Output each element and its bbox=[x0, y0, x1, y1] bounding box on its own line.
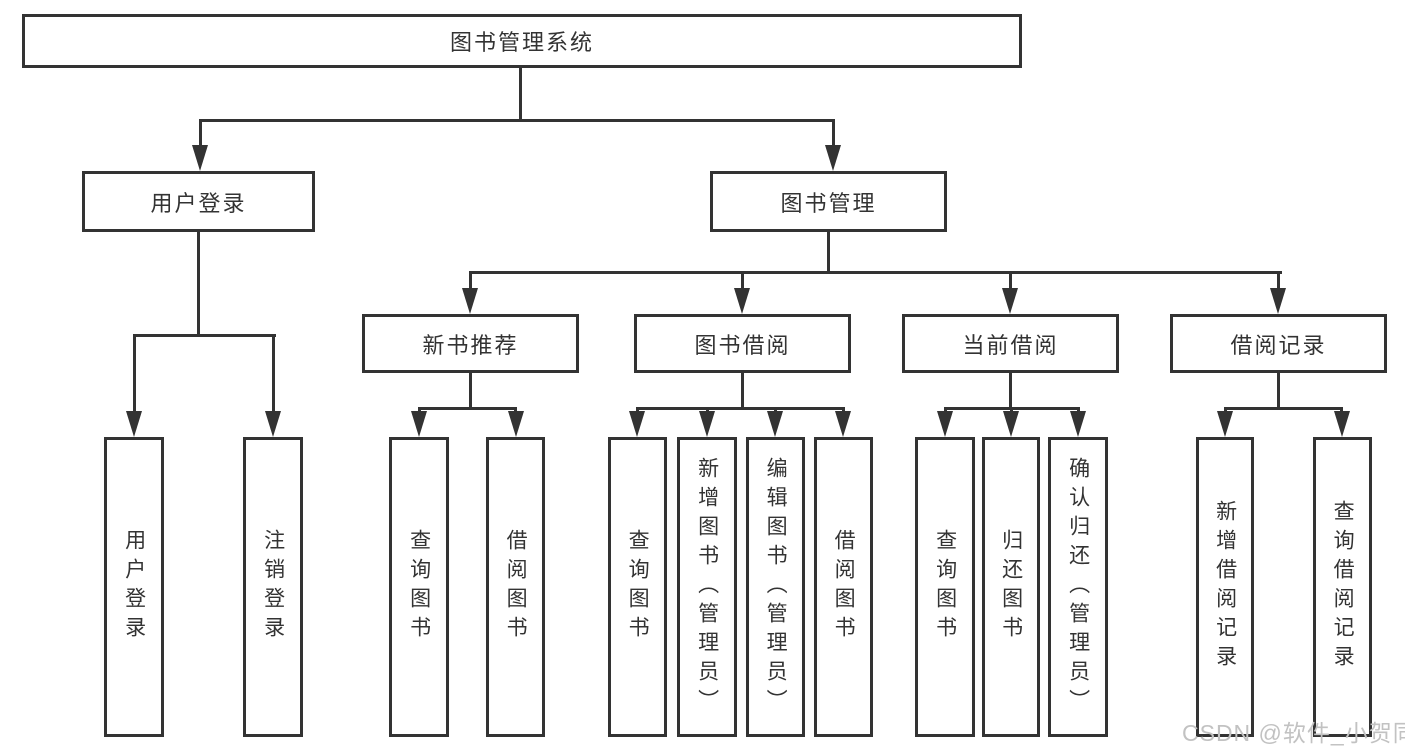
down-arrow-icon bbox=[629, 411, 645, 437]
leaf-query-books-1: 查询图书 bbox=[389, 437, 449, 737]
down-arrow-icon bbox=[937, 411, 953, 437]
node-current-borrowing: 当前借阅 bbox=[902, 314, 1119, 373]
leaf-add-books-admin-label: 新增图书（管理员） bbox=[695, 456, 719, 718]
down-arrow-icon bbox=[825, 145, 841, 171]
leaf-logout: 注销登录 bbox=[243, 437, 303, 737]
connector-line bbox=[199, 119, 202, 147]
leaf-edit-books-admin-label: 编辑图书（管理员） bbox=[764, 456, 788, 718]
connector-line bbox=[133, 334, 136, 413]
connector-line bbox=[418, 407, 517, 410]
down-arrow-icon bbox=[1003, 411, 1019, 437]
leaf-logout-label: 注销登录 bbox=[261, 529, 285, 645]
connector-line bbox=[636, 407, 844, 410]
down-arrow-icon bbox=[411, 411, 427, 437]
down-arrow-icon bbox=[1334, 411, 1350, 437]
leaf-query-books-2-label: 查询图书 bbox=[626, 529, 650, 645]
down-arrow-icon bbox=[835, 411, 851, 437]
node-borrowing-records: 借阅记录 bbox=[1170, 314, 1387, 373]
connector-line bbox=[1224, 407, 1343, 410]
node-borrowing-records-label: 借阅记录 bbox=[1230, 332, 1327, 358]
down-arrow-icon bbox=[462, 288, 478, 314]
leaf-add-books-admin: 新增图书（管理员） bbox=[677, 437, 737, 737]
leaf-borrow-books-2: 借阅图书 bbox=[814, 437, 873, 737]
node-book-borrowing: 图书借阅 bbox=[634, 314, 851, 373]
connector-line bbox=[741, 271, 744, 291]
connector-line bbox=[199, 119, 835, 122]
connector-line bbox=[1277, 271, 1280, 291]
leaf-add-borrow-record: 新增借阅记录 bbox=[1196, 437, 1254, 737]
connector-line bbox=[469, 271, 472, 291]
connector-line bbox=[1277, 373, 1280, 410]
node-root-label: 图书管理系统 bbox=[449, 30, 594, 55]
node-book-borrowing-label: 图书借阅 bbox=[694, 332, 791, 358]
leaf-query-books-3-label: 查询图书 bbox=[933, 529, 957, 645]
node-root: 图书管理系统 bbox=[22, 14, 1022, 68]
connector-line bbox=[197, 232, 200, 336]
node-user-login: 用户登录 bbox=[82, 171, 315, 232]
down-arrow-icon bbox=[508, 411, 524, 437]
down-arrow-icon bbox=[699, 411, 715, 437]
down-arrow-icon bbox=[192, 145, 208, 171]
leaf-borrow-books-2-label: 借阅图书 bbox=[832, 529, 856, 645]
leaf-confirm-return-admin-label: 确认归还（管理员） bbox=[1066, 456, 1090, 718]
leaf-query-borrow-record: 查询借阅记录 bbox=[1313, 437, 1372, 737]
leaf-borrow-books-1-label: 借阅图书 bbox=[504, 529, 528, 645]
connector-line bbox=[1009, 373, 1012, 410]
connector-line bbox=[469, 373, 472, 410]
down-arrow-icon bbox=[265, 411, 281, 437]
connector-line bbox=[827, 232, 830, 274]
down-arrow-icon bbox=[1270, 288, 1286, 314]
leaf-add-borrow-record-label: 新增借阅记录 bbox=[1213, 500, 1237, 674]
node-new-book-recommend-label: 新书推荐 bbox=[422, 332, 519, 358]
connector-line bbox=[272, 334, 275, 413]
down-arrow-icon bbox=[1070, 411, 1086, 437]
leaf-user-login: 用户登录 bbox=[104, 437, 164, 737]
leaf-user-login-label: 用户登录 bbox=[122, 529, 146, 645]
down-arrow-icon bbox=[1217, 411, 1233, 437]
down-arrow-icon bbox=[767, 411, 783, 437]
node-current-borrowing-label: 当前借阅 bbox=[962, 332, 1059, 358]
connector-line bbox=[832, 119, 835, 147]
connector-line bbox=[741, 373, 744, 410]
node-user-login-label: 用户登录 bbox=[150, 190, 247, 216]
leaf-borrow-books-1: 借阅图书 bbox=[486, 437, 545, 737]
leaf-query-books-2: 查询图书 bbox=[608, 437, 667, 737]
leaf-query-books-1-label: 查询图书 bbox=[407, 529, 431, 645]
leaf-return-books-label: 归还图书 bbox=[999, 529, 1023, 645]
leaf-query-books-3: 查询图书 bbox=[915, 437, 975, 737]
down-arrow-icon bbox=[126, 411, 142, 437]
node-book-management: 图书管理 bbox=[710, 171, 947, 232]
connector-line bbox=[469, 271, 1282, 274]
down-arrow-icon bbox=[1002, 288, 1018, 314]
leaf-return-books: 归还图书 bbox=[982, 437, 1040, 737]
connector-line bbox=[133, 334, 276, 337]
leaf-confirm-return-admin: 确认归还（管理员） bbox=[1048, 437, 1108, 737]
down-arrow-icon bbox=[734, 288, 750, 314]
csdn-watermark: CSDN @软件_小贺同学 bbox=[1182, 720, 1405, 746]
leaf-edit-books-admin: 编辑图书（管理员） bbox=[746, 437, 805, 737]
node-new-book-recommend: 新书推荐 bbox=[362, 314, 579, 373]
connector-line bbox=[519, 68, 522, 120]
leaf-query-borrow-record-label: 查询借阅记录 bbox=[1331, 500, 1355, 674]
connector-line bbox=[1009, 271, 1012, 291]
node-book-management-label: 图书管理 bbox=[780, 190, 877, 216]
